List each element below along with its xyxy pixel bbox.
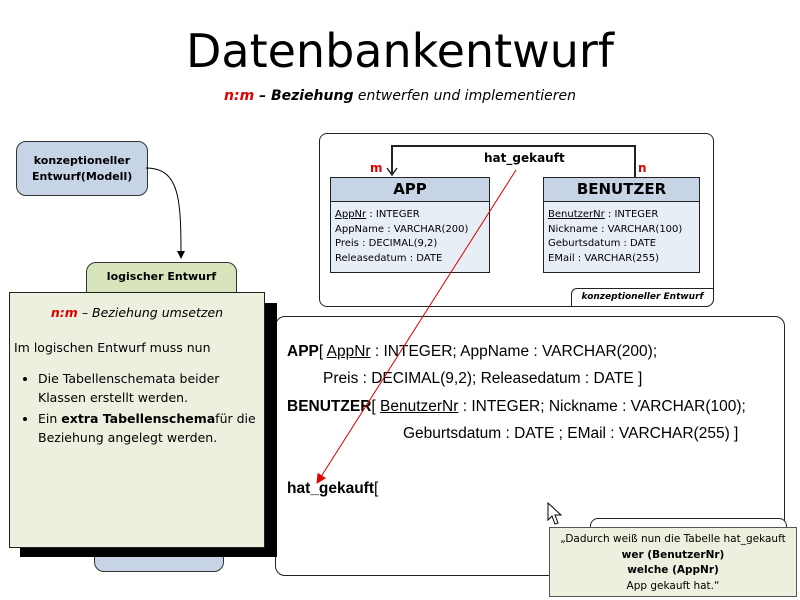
note-intro: Im logischen Entwurf muss nun: [14, 340, 211, 355]
callout-line: wer (BenutzerNr): [621, 548, 725, 561]
concept-tag: konzeptioneller Entwurf: [571, 288, 714, 307]
app-key-attr: AppNr : INTEGER: [335, 209, 420, 220]
subtitle-nm: n:m: [224, 88, 255, 104]
app-entity-name: APP: [331, 178, 489, 202]
rel-schema-line: hat_gekauft[: [287, 480, 379, 497]
note-list: Die Tabellenschemata beider Klassen erst…: [10, 369, 264, 447]
slide-title: Datenbankentwurf: [185, 24, 614, 78]
app-attr: Preis : DECIMAL(9,2): [335, 238, 438, 249]
slide-subtitle: n:m – Beziehung entwerfen und implementi…: [0, 88, 800, 104]
logic-step-label: logischer Entwurf: [106, 270, 217, 283]
user-attr: Nickname : VARCHAR(100): [548, 223, 683, 235]
user-attr: EMail : VARCHAR(255): [548, 252, 660, 264]
user-attr: Geburtsdatum : DATE: [548, 238, 657, 249]
subtitle-rest: entwerfen und implementieren: [353, 88, 576, 104]
note-box: n:m – Beziehung umsetzen Im logischen En…: [9, 292, 265, 548]
relationship-label: hat_gekauft: [484, 151, 565, 165]
callout-line: welche (AppNr): [627, 564, 719, 576]
app-schema-line1: APP[ AppNr : INTEGER; AppName : VARCHAR(…: [287, 343, 658, 360]
app-attr: Releasedatum : DATE: [335, 252, 443, 264]
user-entity[interactable]: BENUTZER BenutzerNr : INTEGER Nickname :…: [543, 177, 700, 273]
note-bullet: Die Tabellenschemata beider Klassen erst…: [38, 369, 264, 407]
user-schema-line2: Geburtsdatum : DATE ; EMail : VARCHAR(25…: [403, 425, 739, 442]
user-key-attr: BenutzerNr : INTEGER: [548, 209, 659, 220]
app-schema-line2: Preis : DECIMAL(9,2); Releasedatum : DAT…: [323, 370, 643, 387]
multiplicity-m: m: [370, 161, 383, 175]
note-title: n:m – Beziehung umsetzen: [50, 305, 224, 320]
callout-line: „Dadurch weiß nun die Tabelle hat_gekauf…: [560, 533, 786, 545]
callout-line: App gekauft hat.“: [626, 579, 720, 592]
subtitle-bold: – Beziehung: [254, 88, 354, 104]
app-attr: AppName : VARCHAR(200): [335, 223, 469, 235]
user-schema-line1: BENUTZER[ BenutzerNr : INTEGER; Nickname…: [287, 398, 746, 415]
multiplicity-n: n: [638, 161, 647, 175]
app-entity[interactable]: APP AppNr : INTEGER AppName : VARCHAR(20…: [330, 177, 490, 273]
concept-step-box[interactable]: konzeptioneller Entwurf(Modell): [16, 141, 148, 196]
concept-step-label: konzeptioneller Entwurf(Modell): [32, 153, 133, 183]
user-entity-name: BENUTZER: [544, 178, 699, 202]
note-bullet: Ein extra Tabellenschemafür die Beziehun…: [38, 409, 264, 447]
callout-box: „Dadurch weiß nun die Tabelle hat_gekauf…: [549, 527, 797, 597]
process-arrow: [145, 167, 185, 259]
